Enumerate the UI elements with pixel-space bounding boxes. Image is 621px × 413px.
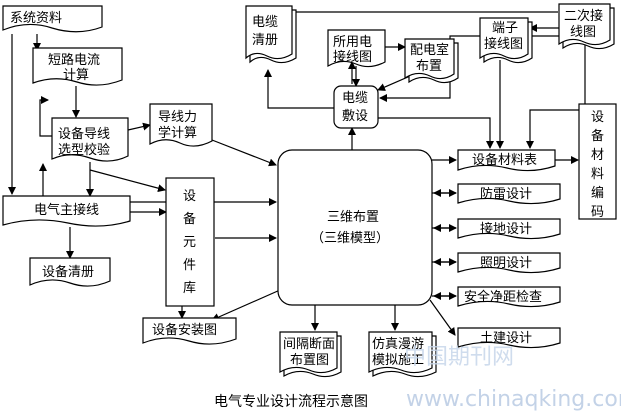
layout3d-label-1: 三维布置	[327, 210, 379, 225]
node-equipment-install: 设备安装图	[142, 317, 237, 345]
node-distribution-room: 配电室 布置	[404, 38, 459, 84]
node-material-table: 设备材料表	[457, 149, 556, 172]
component-lib-char-1: 设	[183, 189, 196, 204]
component-lib-char-2: 备	[183, 211, 196, 227]
material-code-char-3: 材	[591, 148, 604, 163]
equip-select-label-1: 设备导线	[58, 126, 110, 142]
roaming-label-2: 模拟施工	[372, 353, 424, 368]
node-3d-layout: 三维布置 （三维模型）	[277, 149, 433, 306]
lightning-label: 防雷设计	[480, 186, 532, 202]
dist-room-label-1: 配电室	[410, 42, 449, 58]
watermark-url: www.chinaqking.com	[406, 387, 621, 412]
node-equipment-list: 设备清册	[29, 257, 111, 287]
bay-section-label-1: 间隔断面	[283, 337, 335, 352]
node-grounding-design: 接地设计	[457, 218, 561, 240]
material-code-char-4: 料	[591, 167, 604, 182]
cable-list-label-2: 清册	[252, 33, 278, 48]
node-conductor-mechanics: 导线力 学计算	[149, 103, 213, 147]
equip-select-label-2: 选型校验	[58, 142, 110, 158]
short-circuit-label-1: 短路电流	[48, 52, 100, 68]
material-code-char-5: 编	[591, 186, 604, 201]
node-material-code: 设 备 材 料 编 码	[578, 103, 617, 220]
node-clearance-check: 安全净距检查	[457, 286, 561, 308]
plant-wiring-label-1: 所用电	[333, 35, 372, 50]
secondary-label-2: 线图	[570, 25, 596, 40]
grounding-label: 接地设计	[480, 221, 532, 237]
terminal-label-2: 接线图	[484, 36, 523, 52]
diagram-caption: 电气专业设计流程示意图	[214, 393, 368, 410]
material-code-char-1: 设	[591, 110, 604, 125]
plant-wiring-label-2: 接线图	[333, 49, 372, 65]
main-wiring-label: 电气主接线	[34, 202, 99, 218]
material-code-char-2: 备	[591, 128, 604, 144]
conductor-mech-label-1: 导线力	[158, 110, 197, 125]
node-lighting-design: 照明设计	[457, 252, 561, 274]
node-secondary-wiring: 二次接 线图	[558, 3, 615, 50]
cable-laying-label-1: 电缆	[342, 90, 368, 106]
equip-install-label: 设备安装图	[152, 322, 217, 338]
lighting-label: 照明设计	[480, 256, 532, 271]
node-component-library: 设 备 元 件 库	[165, 177, 215, 307]
node-civil-design: 土建设计	[457, 327, 561, 349]
terminal-label-1: 端子	[492, 21, 518, 36]
civil-label: 土建设计	[480, 331, 532, 346]
component-lib-char-4: 件	[183, 258, 196, 273]
secondary-label-1: 二次接	[564, 8, 603, 24]
node-terminal-wiring: 端子 接线图	[479, 17, 533, 64]
node-short-circuit: 短路电流 计算	[32, 47, 123, 86]
cable-list-label-1: 电缆	[252, 14, 278, 30]
material-table-label: 设备材料表	[472, 152, 537, 168]
node-lightning-design: 防雷设计	[457, 183, 561, 205]
node-main-wiring: 电气主接线	[2, 195, 131, 227]
node-cable-laying: 电缆 敷设	[333, 85, 379, 129]
bay-section-label-2: 布置图	[290, 353, 329, 368]
component-lib-char-3: 元	[183, 235, 196, 250]
node-bay-section: 间隔断面 布置图	[279, 331, 342, 378]
dist-room-label-2: 布置	[416, 59, 442, 74]
node-system-data: 系统资料	[2, 5, 103, 33]
conductor-mech-label-2: 学计算	[158, 125, 197, 141]
short-circuit-label-2: 计算	[63, 68, 89, 83]
clearance-label: 安全净距检查	[464, 289, 542, 305]
equip-list-label: 设备清册	[42, 264, 94, 280]
watermark-chinese: 中国期刊网	[404, 345, 514, 370]
node-cable-list: 电缆 清册	[245, 5, 297, 64]
layout3d-label-2: （三维模型）	[311, 231, 389, 246]
system-data-label: 系统资料	[10, 11, 62, 26]
node-simulation-roaming: 仿真漫游 模拟施工	[368, 331, 437, 378]
node-equipment-selection: 设备导线 选型校验	[51, 117, 129, 162]
component-lib-char-5: 库	[183, 280, 196, 296]
cable-laying-label-2: 敷设	[342, 109, 368, 124]
roaming-label-1: 仿真漫游	[372, 337, 424, 352]
material-code-char-6: 码	[591, 205, 604, 220]
node-plant-wiring: 所用电 接线图	[327, 29, 386, 68]
